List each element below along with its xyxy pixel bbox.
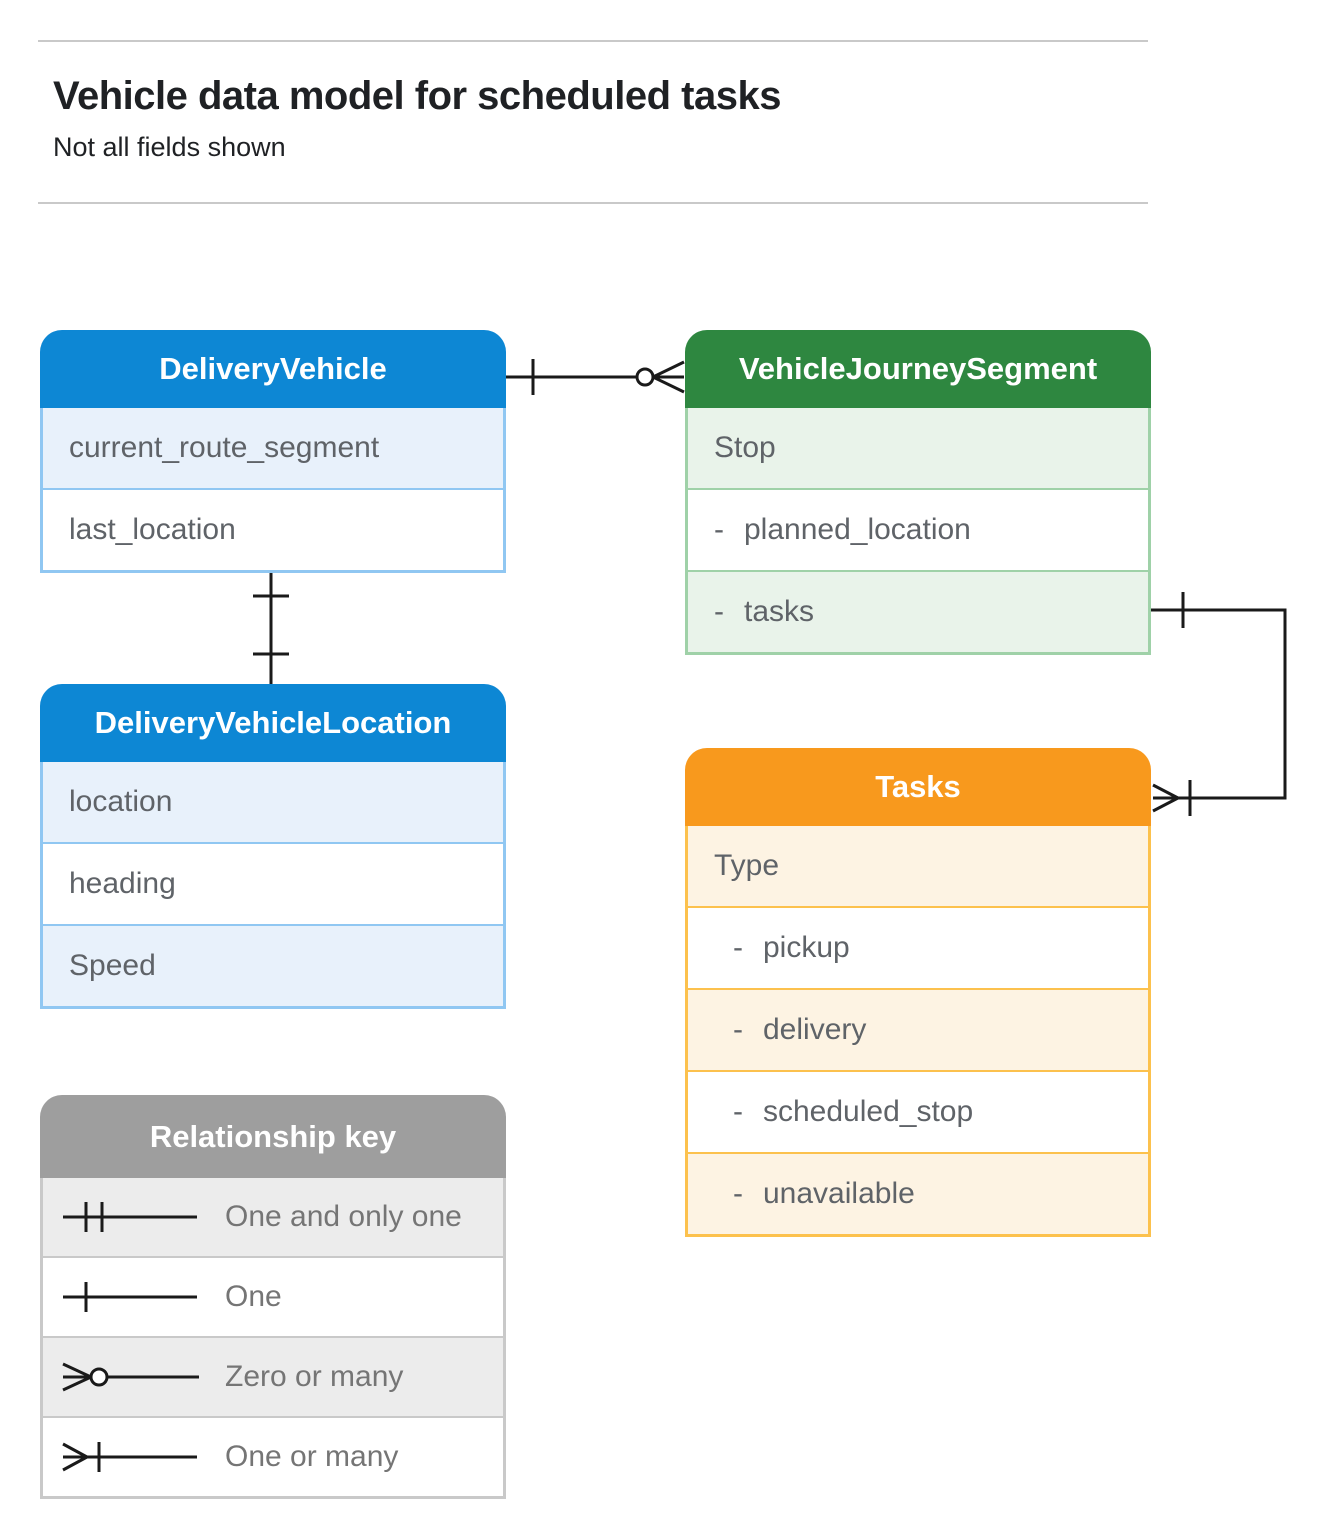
entity-body: Type - pickup - delivery - scheduled_sto… bbox=[685, 826, 1151, 1237]
crows-foot-marker bbox=[1152, 783, 1179, 800]
legend-label: One and only one bbox=[225, 1200, 462, 1233]
one-symbol bbox=[63, 1282, 197, 1312]
field-row: Type bbox=[688, 826, 1148, 906]
field-row: Stop bbox=[688, 408, 1148, 488]
field-row: heading bbox=[43, 842, 503, 924]
entity-body: location heading Speed bbox=[40, 762, 506, 1009]
field-label: Type bbox=[714, 849, 780, 882]
field-row: - scheduled_stop bbox=[688, 1070, 1148, 1152]
field-label: tasks bbox=[744, 595, 815, 628]
entity-title: Tasks bbox=[685, 748, 1151, 826]
field-label: planned_location bbox=[744, 513, 971, 546]
entity-title: VehicleJourneySegment bbox=[685, 330, 1151, 408]
crows-foot-marker bbox=[652, 360, 685, 379]
bullet-dash: - bbox=[733, 1177, 743, 1210]
legend-label: One bbox=[225, 1280, 282, 1313]
bullet-dash: - bbox=[714, 595, 724, 628]
legend-label: Zero or many bbox=[225, 1360, 404, 1393]
connector-deliveryvehicle-deliveryvehiclelocation bbox=[253, 568, 289, 684]
one-and-only-one-symbol bbox=[63, 1202, 197, 1232]
entity-title: DeliveryVehicle bbox=[40, 330, 506, 408]
field-row: current_route_segment bbox=[43, 408, 503, 488]
zero-or-many-symbol bbox=[62, 1362, 199, 1392]
legend-row: Zero or many bbox=[43, 1336, 503, 1416]
entity-body: current_route_segment last_location bbox=[40, 408, 506, 573]
header-divider bbox=[38, 202, 1148, 204]
field-row: - pickup bbox=[688, 906, 1148, 988]
field-label: pickup bbox=[763, 931, 850, 964]
zero-circle-marker bbox=[635, 367, 655, 387]
field-label: current_route_segment bbox=[69, 431, 380, 464]
field-row: location bbox=[43, 762, 503, 842]
field-row: last_location bbox=[43, 488, 503, 570]
connector-vehiclejourneysegment-tasks bbox=[1151, 592, 1287, 816]
entity-tasks: Tasks Type - pickup - delivery - schedul… bbox=[685, 748, 1151, 1237]
entity-delivery-vehicle: DeliveryVehicle current_route_segment la… bbox=[40, 330, 506, 573]
entity-vehicle-journey-segment: VehicleJourneySegment Stop - planned_loc… bbox=[685, 330, 1151, 655]
bullet-dash: - bbox=[714, 513, 724, 546]
page-title: Vehicle data model for scheduled tasks bbox=[53, 74, 781, 118]
entity-title: DeliveryVehicleLocation bbox=[40, 684, 506, 762]
field-label: heading bbox=[69, 867, 176, 900]
relationship-key: Relationship key One and only one One bbox=[40, 1095, 506, 1499]
legend-label: One or many bbox=[225, 1440, 399, 1473]
legend-body: One and only one One Zero or many bbox=[40, 1178, 506, 1499]
field-label: location bbox=[69, 785, 173, 818]
field-label: Speed bbox=[69, 949, 156, 982]
field-row: - planned_location bbox=[688, 488, 1148, 570]
legend-row: One and only one bbox=[43, 1178, 503, 1256]
legend-row: One or many bbox=[43, 1416, 503, 1496]
connector-deliveryvehicle-vehiclejourneysegment bbox=[506, 359, 685, 395]
field-label: unavailable bbox=[763, 1177, 915, 1210]
bullet-dash: - bbox=[733, 1095, 743, 1128]
top-divider bbox=[38, 40, 1148, 42]
field-label: Stop bbox=[714, 431, 776, 464]
field-row: - unavailable bbox=[688, 1152, 1148, 1234]
field-row: Speed bbox=[43, 924, 503, 1006]
one-or-many-symbol bbox=[62, 1442, 197, 1472]
legend-title: Relationship key bbox=[40, 1095, 506, 1178]
field-label: last_location bbox=[69, 513, 236, 546]
field-label: delivery bbox=[763, 1013, 867, 1046]
entity-delivery-vehicle-location: DeliveryVehicleLocation location heading… bbox=[40, 684, 506, 1009]
entity-body: Stop - planned_location - tasks bbox=[685, 408, 1151, 655]
page-subtitle: Not all fields shown bbox=[53, 132, 286, 162]
field-label: scheduled_stop bbox=[763, 1095, 974, 1128]
field-row: - tasks bbox=[688, 570, 1148, 652]
legend-row: One bbox=[43, 1256, 503, 1336]
bullet-dash: - bbox=[733, 931, 743, 964]
field-row: - delivery bbox=[688, 988, 1148, 1070]
bullet-dash: - bbox=[733, 1013, 743, 1046]
